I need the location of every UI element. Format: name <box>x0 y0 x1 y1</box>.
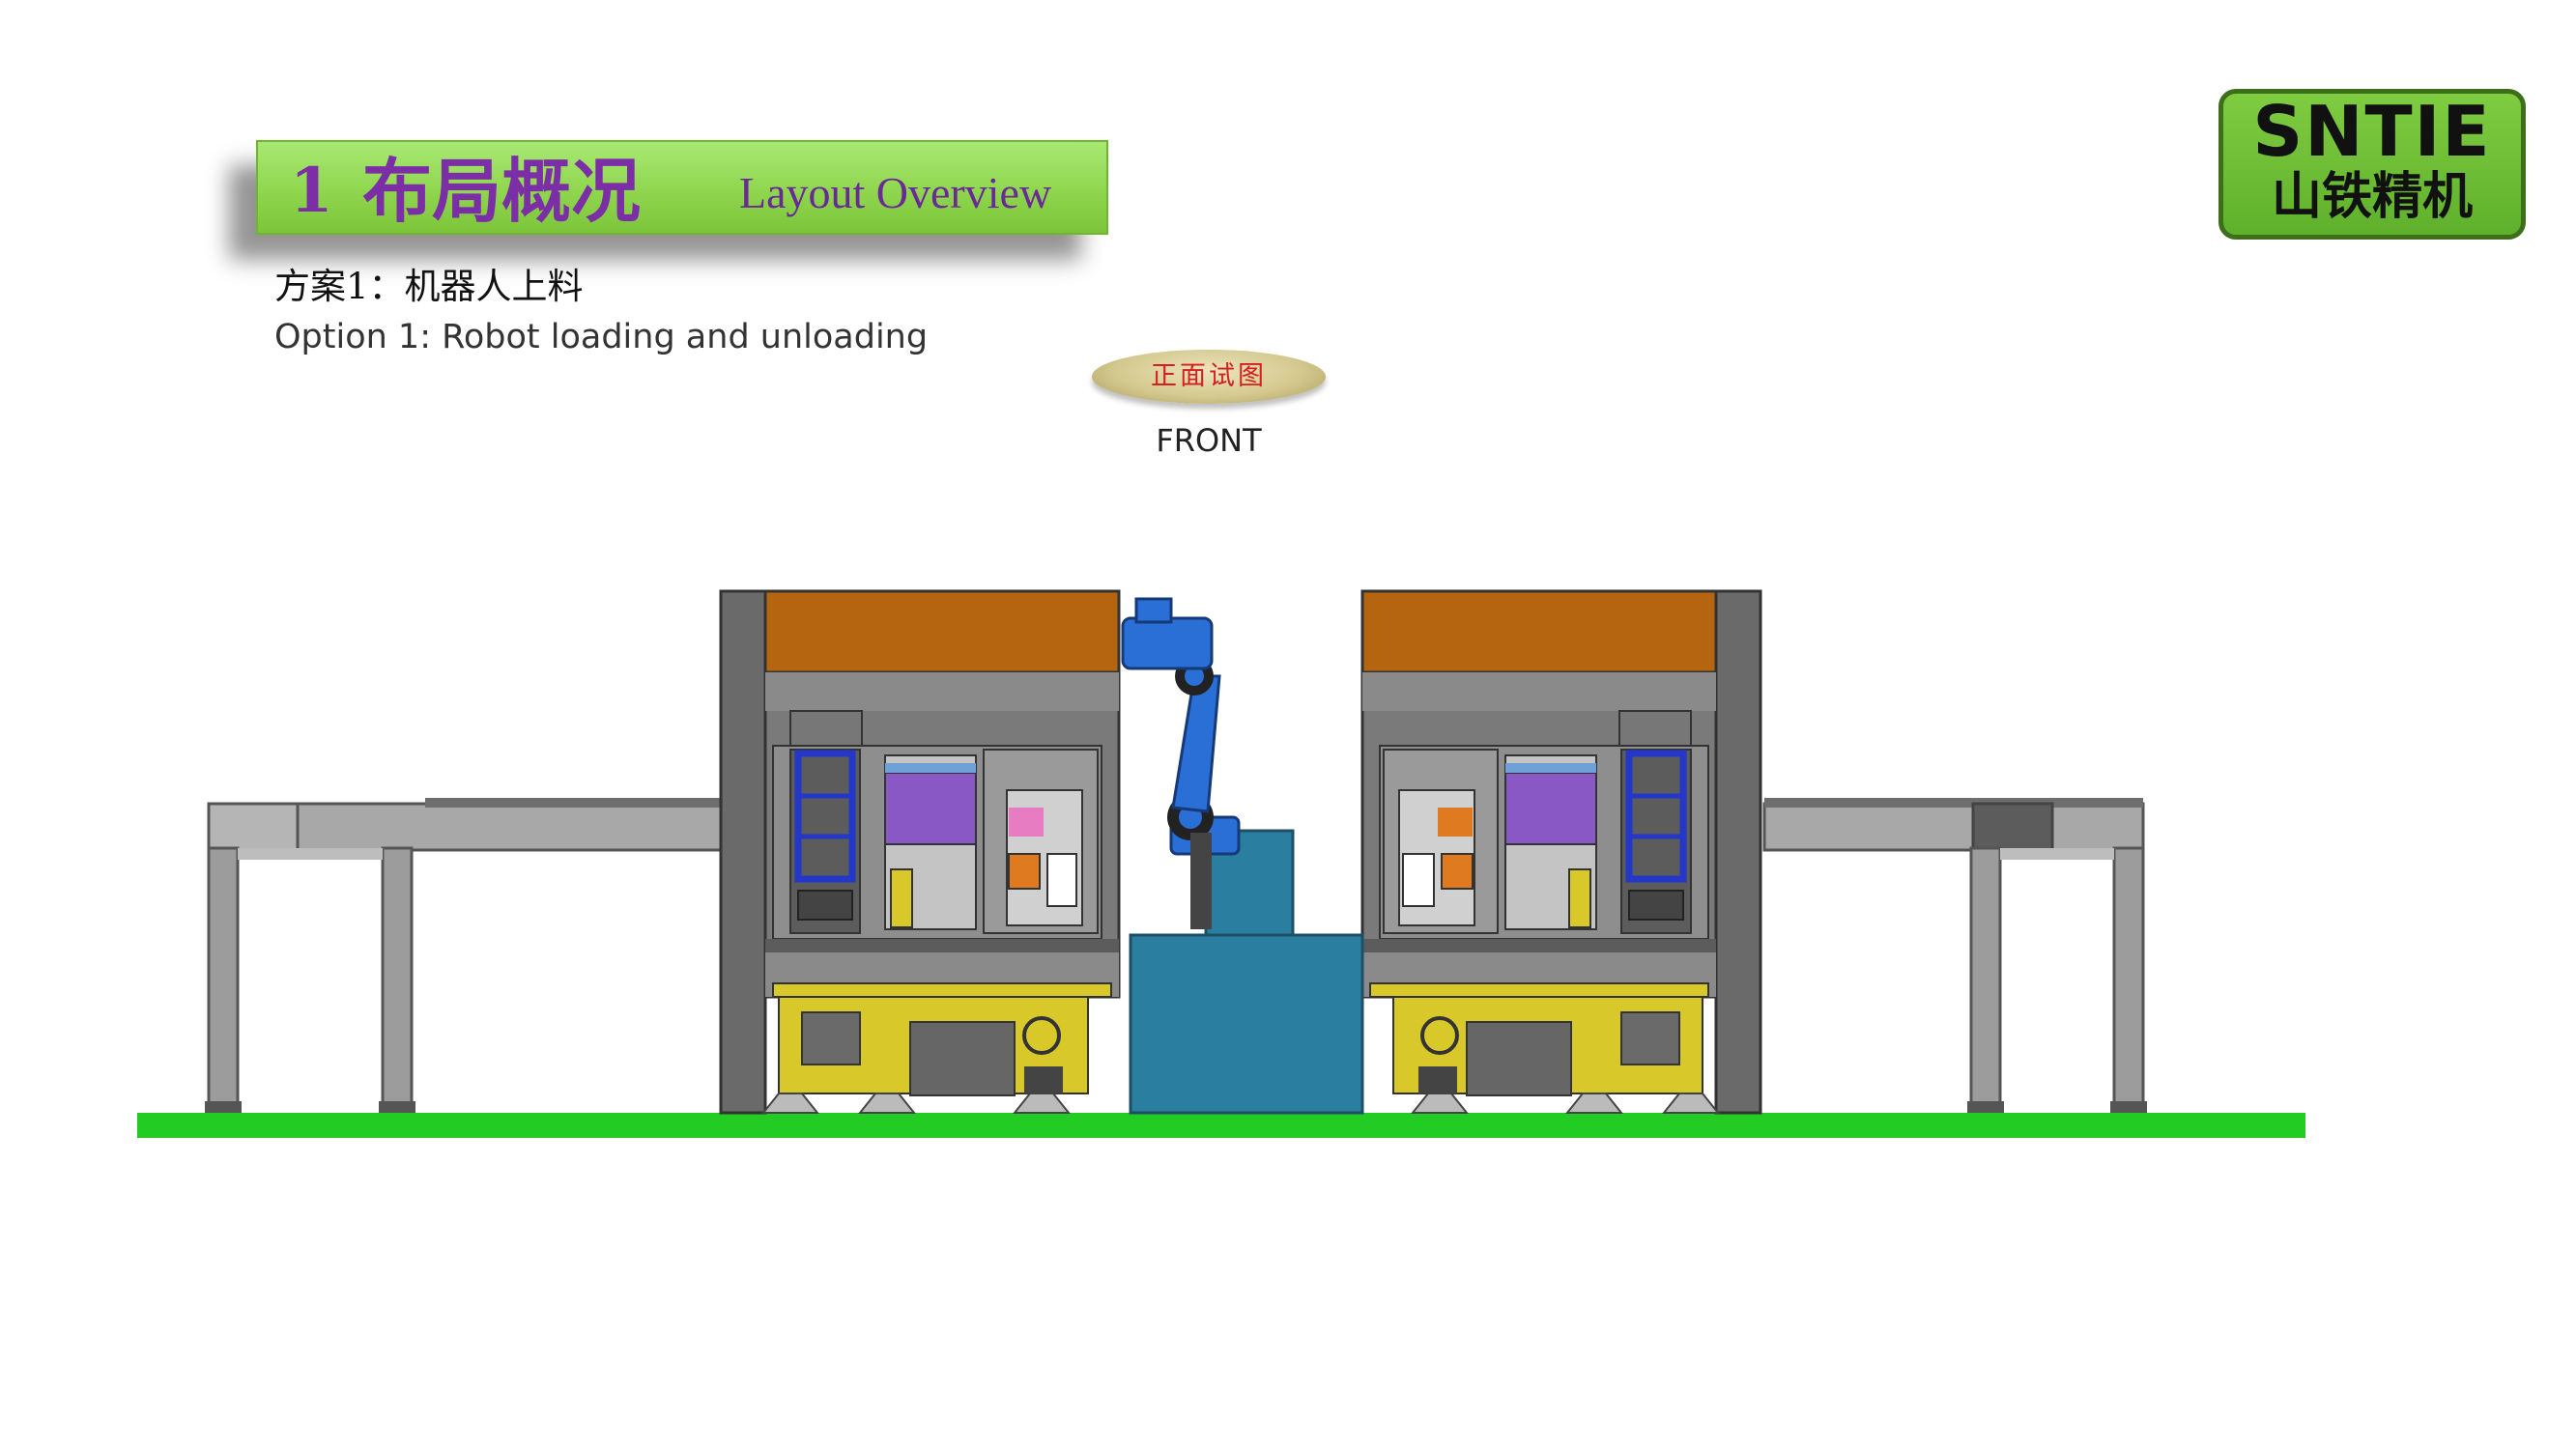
logo-wordmark: SNTIE <box>2252 91 2492 172</box>
view-badge-label: 正面试图 <box>1151 361 1267 391</box>
right-machine <box>1360 589 1762 1115</box>
robot-arm <box>1121 597 1241 929</box>
company-logo <box>2218 89 2526 240</box>
logo-cn-name: 山铁精机 <box>2271 168 2473 226</box>
view-label: FRONT <box>1156 422 1262 459</box>
section-number: 1 <box>290 155 333 227</box>
left-machine <box>719 589 1121 1115</box>
header-banner <box>256 140 1108 235</box>
left-conveyor <box>205 798 727 1113</box>
option-title-cn: 方案1：机器人上料 <box>274 266 584 307</box>
floor-line <box>137 1113 2305 1138</box>
page-title-cn: 布局概况 <box>362 150 642 232</box>
robot-pedestal <box>1129 829 1364 1115</box>
option-title-en: Option 1: Robot loading and unloading <box>274 318 929 356</box>
view-badge <box>1092 350 1326 404</box>
right-conveyor <box>1762 798 2147 1113</box>
page-title-en: Layout Overview <box>739 168 1052 217</box>
